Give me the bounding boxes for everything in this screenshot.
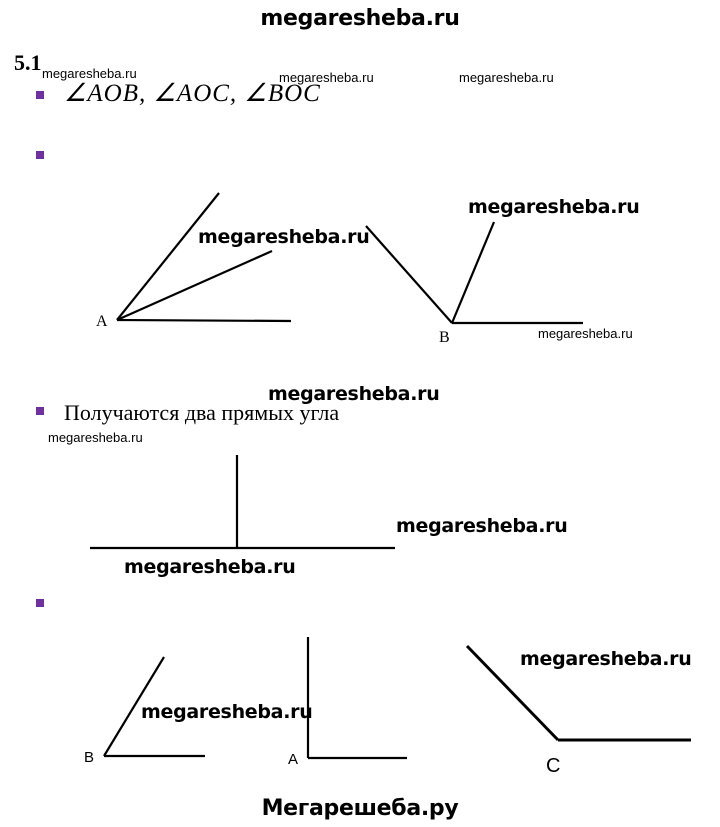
watermark: megaresheba.ru	[141, 701, 313, 723]
watermark: megaresheba.ru	[468, 196, 640, 218]
ray	[450, 221, 496, 324]
watermark: megaresheba.ru	[124, 556, 296, 578]
bullet-icon	[36, 91, 44, 99]
watermark: megaresheba.ru	[198, 226, 370, 248]
angles-list: ∠AOB, ∠AOC, ∠BOC	[64, 80, 321, 107]
point-label-b: B	[439, 329, 450, 346]
watermark: megaresheba.ru	[538, 326, 633, 341]
header-title: megaresheba.ru	[260, 6, 460, 31]
ray	[465, 644, 560, 742]
ray	[116, 318, 292, 323]
ray	[365, 225, 453, 324]
watermark: megaresheba.ru	[396, 515, 568, 537]
footer-title: Мегарешеба.ру	[261, 796, 459, 821]
point-label-b: B	[84, 749, 95, 766]
ray	[116, 192, 220, 321]
point-label-a: A	[288, 751, 299, 768]
watermark: megaresheba.ru	[279, 70, 374, 85]
point-label-c: C	[546, 755, 561, 777]
watermark: megaresheba.ru	[268, 383, 440, 405]
bullet-icon	[36, 151, 44, 159]
bullet-icon	[36, 599, 44, 607]
ray	[103, 656, 165, 757]
answer-text: Получаются два прямых угла	[64, 400, 340, 425]
problem-number: 5.1	[14, 50, 42, 75]
point-label-a: A	[96, 313, 108, 330]
bullet-icon	[36, 407, 44, 415]
watermark: megaresheba.ru	[48, 430, 143, 445]
watermark: megaresheba.ru	[42, 66, 137, 81]
ray	[116, 249, 273, 322]
watermark: megaresheba.ru	[520, 648, 692, 670]
watermark: megaresheba.ru	[459, 70, 554, 85]
